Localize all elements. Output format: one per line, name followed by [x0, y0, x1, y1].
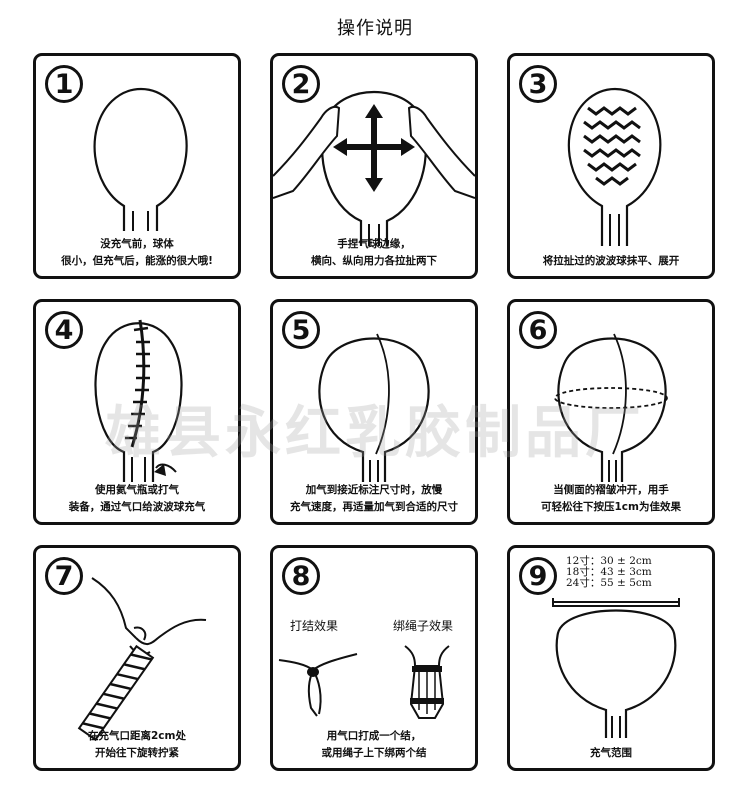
step-caption: 用气口打成一个结， 或用绳子上下绑两个结: [321, 730, 427, 759]
smooth-balloon-illustration: [567, 88, 662, 246]
step-caption: 充气范围: [590, 747, 632, 759]
step-number: 3: [519, 65, 557, 103]
step-caption: 没充气前，球体 很小，但充气后，能涨的很大哦!: [61, 238, 213, 267]
inflation-range-illustration: [552, 598, 680, 738]
step-number: 4: [45, 311, 83, 349]
step-caption: 当侧面的褶皱冲开，用手 可轻松往下按压1cm为佳效果: [541, 484, 681, 513]
page-title: 操作说明: [337, 18, 413, 39]
step-9-panel: 9 12寸：30 ± 2cm 18寸：43 ± 3cm 24寸：55 ± 5cm…: [507, 545, 715, 771]
stretch-arrows-icon: [333, 104, 415, 192]
stretch-balloon-illustration: [273, 90, 475, 246]
step-number: 7: [45, 557, 83, 595]
step-8-panel: 8 打结效果 绑绳子效果 用气口打成一个结， 或用绳子上下绑两个结: [270, 545, 478, 771]
step-caption: 手捏气球边缘， 横向、纵向用力各拉扯两下: [311, 238, 437, 267]
tie-knot-illustration: 打结效果 绑绳子效果: [278, 618, 453, 719]
deflated-balloon-illustration: [93, 88, 188, 231]
step-7-panel: 7 在充气口距离2cm处 开始往下旋转拧紧: [33, 545, 241, 771]
size-row: 24寸：55 ± 5cm: [566, 577, 652, 589]
rope-effect-label: 绑绳子效果: [393, 618, 453, 633]
size-chart: 12寸：30 ± 2cm 18寸：43 ± 3cm 24寸：55 ± 5cm: [566, 556, 652, 589]
knot-effect-label: 打结效果: [290, 618, 338, 633]
step-caption: 使用氦气瓶或打气 装备，通过气口给波波球充气: [68, 484, 206, 513]
step-number: 5: [282, 311, 320, 349]
step-number: 1: [45, 65, 83, 103]
inflate-balloon-illustration: [94, 319, 183, 482]
step-5-panel: 5 加气到接近标注尺寸时，放慢 充气速度，再适量加气到合适的尺寸: [270, 299, 478, 525]
step-3-panel: 3 将拉扯过的波波球抹平、展开: [507, 53, 715, 279]
size-row: 12寸：30 ± 2cm: [566, 555, 652, 567]
step-caption: 加气到接近标注尺寸时，放慢 充气速度，再适量加气到合适的尺寸: [290, 484, 458, 513]
press-balloon-illustration: [554, 333, 668, 482]
step-6-panel: 6 当侧面的褶皱冲开，用手 可轻松往下按压1cm为佳效果: [507, 299, 715, 525]
size-row: 18寸：43 ± 3cm: [566, 566, 652, 578]
step-number: 6: [519, 311, 557, 349]
step-2-panel: 2 手捏气球边缘， 横向、纵向用力各拉扯两下: [270, 53, 478, 279]
twist-neck-illustration: [77, 577, 207, 742]
step-1-panel: 1 没充气前，球体 很小，但充气后，能涨的很大哦!: [33, 53, 241, 279]
step-4-panel: 4 使用氦气瓶或打气 装备，通过气口给波波球充气: [33, 299, 241, 525]
step-number: 8: [282, 557, 320, 595]
step-caption: 将拉扯过的波波球抹平、展开: [542, 255, 680, 267]
inflated-balloon-illustration: [318, 333, 430, 482]
step-number: 2: [282, 65, 320, 103]
step-caption: 在充气口距离2cm处 开始往下旋转拧紧: [88, 730, 186, 759]
step-number: 9: [519, 557, 557, 595]
